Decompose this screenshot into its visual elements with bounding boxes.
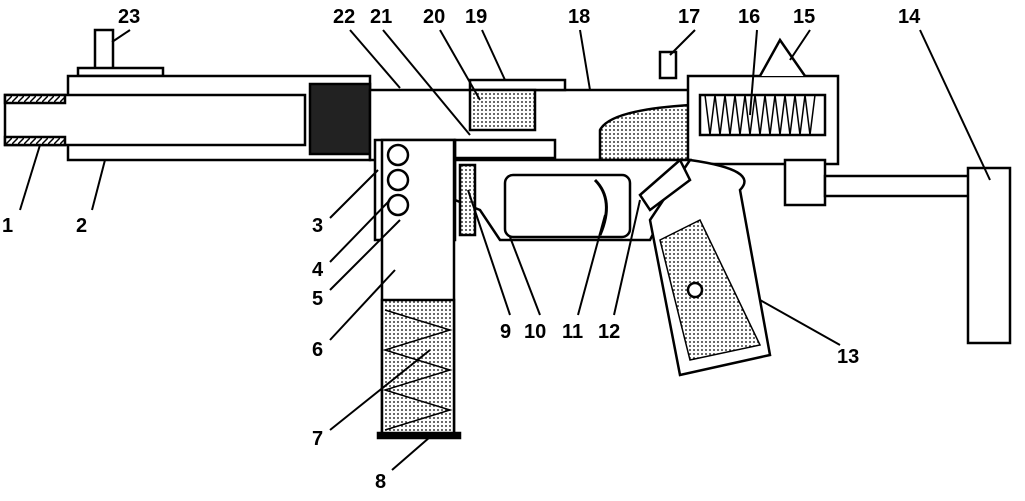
label-13: 13	[837, 346, 859, 368]
label-4: 4	[312, 259, 324, 281]
label-11: 11	[562, 321, 583, 343]
label-18: 18	[568, 6, 590, 28]
magazine-base	[376, 431, 462, 440]
trigger-guard-window	[503, 173, 632, 239]
label-3: 3	[312, 215, 323, 237]
label-6: 6	[312, 339, 323, 361]
ejection-part	[468, 88, 537, 132]
label-5: 5	[312, 288, 323, 310]
label-22: 22	[333, 6, 355, 28]
label-9: 9	[500, 321, 511, 343]
rear-sight	[758, 37, 807, 77]
label-12: 12	[598, 321, 620, 343]
front-sight	[93, 28, 115, 72]
cocking-handle	[658, 50, 678, 80]
label-7: 7	[312, 428, 323, 450]
label-1: 1	[2, 215, 13, 237]
label-19: 19	[465, 6, 487, 28]
label-17: 17	[678, 6, 700, 28]
label-10: 10	[524, 321, 546, 343]
magazine-spring	[382, 309, 453, 431]
stock-rod	[823, 174, 972, 198]
label-14: 14	[898, 6, 921, 28]
label-21: 21	[370, 6, 392, 28]
label-23: 23	[118, 6, 140, 28]
label-2: 2	[76, 215, 87, 237]
label-20: 20	[423, 6, 445, 28]
label-16: 16	[738, 6, 760, 28]
stock-butt	[966, 166, 1012, 345]
label-15: 15	[793, 6, 815, 28]
label-8: 8	[375, 471, 386, 493]
